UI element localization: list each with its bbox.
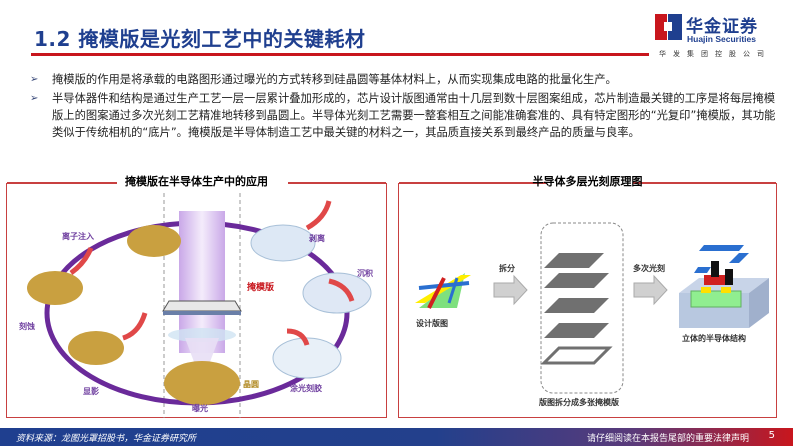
footer-bar: 资料来源：龙图光罩招股书，华金证券研究所 请仔细阅读在本报告尾部的重要法律声明 … xyxy=(0,428,793,446)
bullet-item: ➢ 掩模版的作用是将承载的电路图形通过曝光的方式转移到硅晶圆等基体材料上，从而实… xyxy=(30,71,780,88)
bullet-text: 半导体器件和结构是通过生产工艺一层一层累计叠加形成的，芯片设计版图通常由十几层到… xyxy=(52,92,776,139)
bullet-text: 掩模版的作用是将承载的电路图形通过曝光的方式转移到硅晶圆等基体材料上，从而实现集… xyxy=(52,73,617,86)
panel-border xyxy=(288,182,386,184)
title-underline xyxy=(31,53,649,56)
legal-disclaimer: 请仔细阅读在本报告尾部的重要法律声明 xyxy=(586,434,749,444)
label-develop: 显影 xyxy=(83,387,99,396)
label-deposit: 沉积 xyxy=(357,269,373,278)
page-number: 5 xyxy=(768,430,775,441)
label-wafer: 晶圆 xyxy=(243,380,259,389)
panel-border xyxy=(399,182,546,184)
mask-application-panel: 掩模版在半导体生产中的应用 离子注入 剥 xyxy=(6,175,387,418)
arrow-bullet-icon: ➢ xyxy=(30,93,39,104)
label-split: 拆分 xyxy=(499,264,515,273)
multilayer-litho-diagram xyxy=(411,222,769,394)
logo-subtitle: 华发集团控股公司 xyxy=(659,50,771,58)
huajin-logo-icon xyxy=(655,14,682,40)
label-coat: 涂光刻胶 xyxy=(290,384,322,393)
label-multi-litho: 多次光刻 xyxy=(633,264,665,273)
panel-title: 半导体多层光刻原理图 xyxy=(532,175,643,188)
logo-name-cn: 华金证券 xyxy=(686,17,758,37)
multilayer-lithography-panel: 半导体多层光刻原理图 拆分 多次光刻 设计版图 版图拆分成多张掩模版 xyxy=(398,175,777,418)
arrow-bullet-icon: ➢ xyxy=(30,74,39,85)
bullet-item: ➢ 半导体器件和结构是通过生产工艺一层一层累计叠加形成的，芯片设计版图通常由十几… xyxy=(30,90,780,141)
label-etch: 刻蚀 xyxy=(19,322,35,331)
label-expose: 曝光 xyxy=(192,404,208,413)
label-ion-implant: 离子注入 xyxy=(62,232,94,241)
label-design-layout: 设计版图 xyxy=(416,319,448,328)
logo-name-en: Huajin Securities xyxy=(687,34,756,44)
company-logo: 华金证券 Huajin Securities 华发集团控股公司 xyxy=(655,12,785,62)
panel-border xyxy=(633,182,776,184)
label-strip: 剥离 xyxy=(309,234,325,243)
panel-title: 掩模版在半导体生产中的应用 xyxy=(125,175,268,188)
bullet-list: ➢ 掩模版的作用是将承载的电路图形通过曝光的方式转移到硅晶圆等基体材料上，从而实… xyxy=(30,71,780,143)
label-split-masks: 版图拆分成多张掩模版 xyxy=(539,398,619,407)
source-note: 资料来源：龙图光罩招股书，华金证券研究所 xyxy=(16,434,197,444)
label-3d-structure: 立体的半导体结构 xyxy=(682,334,746,343)
page-title: 1.2 掩模版是光刻工艺中的关键耗材 xyxy=(34,27,366,51)
label-mask: 掩模版 xyxy=(247,283,275,293)
lithography-cycle-diagram xyxy=(27,193,372,418)
panel-border xyxy=(7,182,117,184)
